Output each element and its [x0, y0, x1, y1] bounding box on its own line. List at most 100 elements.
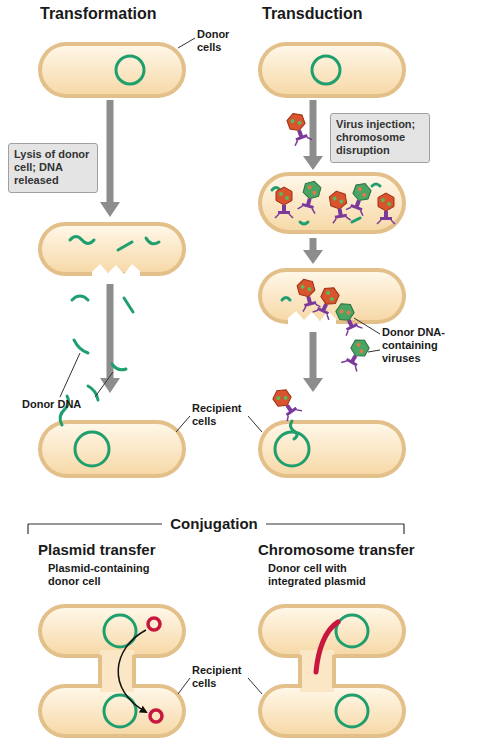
leader-line [248, 678, 262, 694]
bacterial-cell [258, 420, 406, 478]
plasmid [148, 618, 338, 722]
conjugation-bridge [332, 655, 336, 688]
bacterial-cell [258, 42, 406, 98]
conjugation-bridge [132, 655, 136, 688]
chromosome [104, 695, 136, 727]
leader-line [178, 38, 195, 48]
bacterial-cell [42, 688, 182, 734]
conjugation-bridge [298, 655, 302, 688]
box-text: Virus injection; chromosome disruption [336, 118, 424, 158]
bacterial-cell [92, 264, 140, 284]
bracket [403, 524, 404, 534]
chromosome [75, 56, 368, 727]
bacterial-cell [42, 226, 182, 272]
callout-label: Donor DNA [22, 398, 102, 411]
leader-line [354, 318, 380, 334]
process-box: Lysis of donor cell; DNA released [8, 143, 98, 193]
dna-fragment [124, 298, 133, 312]
transfer-arrow [118, 630, 146, 712]
chromosome [312, 56, 340, 84]
callout-label: Donor DNA-containing viruses [382, 326, 466, 366]
section-heading: Transduction [262, 4, 422, 23]
conjugation-bridge [98, 655, 102, 688]
dna-fragment [372, 184, 380, 186]
conjugation-bridge [100, 650, 334, 692]
bacterial-cell [288, 311, 336, 332]
bacteriophage [341, 336, 372, 372]
bacterial-cell [258, 172, 406, 234]
process-arrow [303, 378, 323, 392]
dna-fragment [70, 237, 94, 244]
bacterial-cell [38, 420, 186, 478]
box-text: Lysis of donor cell; DNA released [14, 148, 92, 188]
bracket [28, 523, 162, 524]
bacterial-cell [262, 608, 402, 654]
process-arrow [107, 100, 114, 204]
bacterial-cell [38, 222, 186, 276]
process-arrow [303, 156, 323, 170]
plasmid [148, 618, 160, 630]
bracket [266, 523, 404, 524]
bacteriophage [346, 180, 374, 215]
chromosome [336, 615, 368, 647]
dna-fragment [88, 386, 98, 400]
bacteriophage [269, 385, 302, 421]
bacterial-cell [38, 604, 186, 658]
callout-label: Donor cells [197, 28, 247, 54]
group-heading: Conjugation [164, 515, 264, 533]
leader-line [368, 350, 380, 352]
bacterial-cell [258, 604, 406, 658]
chromosome [75, 432, 109, 466]
chromosome [275, 432, 309, 466]
chromosome [104, 615, 136, 647]
bacteriophage [275, 187, 293, 218]
process-arrow [100, 202, 120, 217]
bacteriophage [298, 179, 323, 214]
bacterial-cell [38, 42, 186, 98]
section-heading: Plasmid transfer [38, 541, 228, 559]
bracket [27, 524, 28, 534]
dna-fragment [74, 340, 88, 353]
leader-line [178, 678, 190, 694]
plasmid [150, 710, 162, 722]
process-arrow [303, 250, 323, 264]
bacterial-cell [258, 684, 406, 738]
chromosome [336, 695, 368, 727]
bacteriophage [328, 190, 351, 224]
leader-line [60, 353, 80, 397]
dna-fragment [352, 218, 360, 222]
bacterial-cell [42, 608, 182, 654]
process-arrow [310, 330, 317, 380]
conjugation-bridge [100, 650, 134, 692]
bacteriophage [377, 193, 395, 224]
dna-fragment [282, 298, 290, 301]
dna-fragment [118, 242, 132, 250]
section-heading: Transformation [40, 4, 200, 23]
plasmid [316, 622, 338, 672]
bacterial-cell [262, 688, 402, 734]
callout-label: Recipient cells [192, 402, 252, 428]
leader-line [248, 416, 262, 432]
callout-label: Donor cell with integrated plasmid [268, 562, 388, 588]
dna-fragment [72, 296, 88, 300]
bacterial-cell [38, 684, 186, 738]
bacterial-cell [262, 46, 402, 94]
process-arrow [310, 100, 317, 158]
leader-line [176, 416, 190, 432]
dna-fragment [146, 238, 159, 244]
bacteriophage [295, 277, 320, 312]
dna-fragment [60, 184, 380, 439]
leader-line [95, 372, 113, 397]
bacterial-cell [42, 46, 182, 94]
dna-fragment [112, 364, 126, 370]
bacteriophage [284, 110, 312, 145]
bacterial-cell [262, 424, 402, 474]
process-arrow [310, 238, 317, 252]
bacterial-cell [262, 176, 402, 230]
bacteriophage [333, 300, 362, 336]
dna-fragment [300, 222, 308, 224]
bacterial-cell [262, 272, 402, 320]
callout-label: Recipient cells [192, 664, 252, 690]
callout-label: Plasmid-containing donor cell [48, 562, 166, 588]
process-box: Virus injection; chromosome disruption [330, 113, 430, 163]
